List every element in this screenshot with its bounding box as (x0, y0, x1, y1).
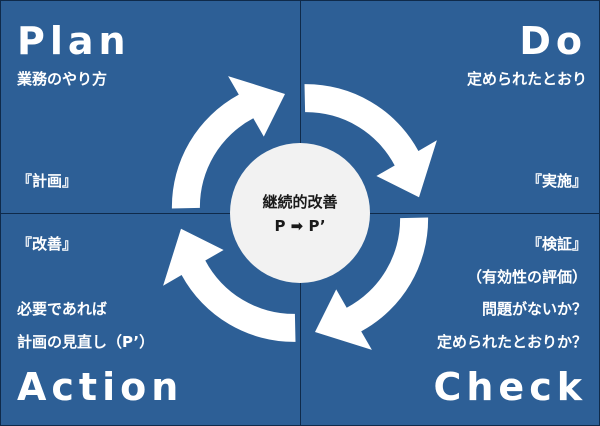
plan-subtitle: 業務のやり方 (17, 70, 108, 88)
do-title: Do (519, 19, 587, 63)
action-title: Action (17, 365, 184, 409)
center-label: 継続的改善 P ➡ P’ (234, 190, 366, 238)
check-text-line-1: （有効性の評価） (466, 268, 587, 286)
center-line-1: 継続的改善 (262, 193, 338, 211)
check-title: Check (433, 365, 587, 409)
cycle-arrow-check-to-action (315, 217, 429, 350)
cycle-arrow-action-to-plan (163, 228, 296, 342)
check-bracket-label: 『検証』 (526, 235, 587, 253)
check-text-line-3: 定められたとおりか？ (436, 333, 587, 351)
plan-title: Plan (17, 19, 131, 63)
action-text-line-2: 計画の見直し（P’） (17, 333, 155, 351)
plan-bracket-label: 『計画』 (17, 172, 78, 190)
action-bracket-label: 『改善』 (17, 235, 78, 253)
action-text-line-1: 必要であれば (17, 300, 107, 318)
do-bracket-label: 『実施』 (526, 172, 587, 190)
check-text-line-2: 問題がないか？ (481, 300, 587, 318)
center-line-2: P ➡ P’ (274, 217, 326, 235)
center-circle (230, 143, 370, 283)
cycle-arrow-plan-to-do (171, 76, 285, 209)
do-subtitle: 定められたとおり (466, 70, 587, 88)
cycle-arrow-do-to-check (304, 84, 437, 198)
